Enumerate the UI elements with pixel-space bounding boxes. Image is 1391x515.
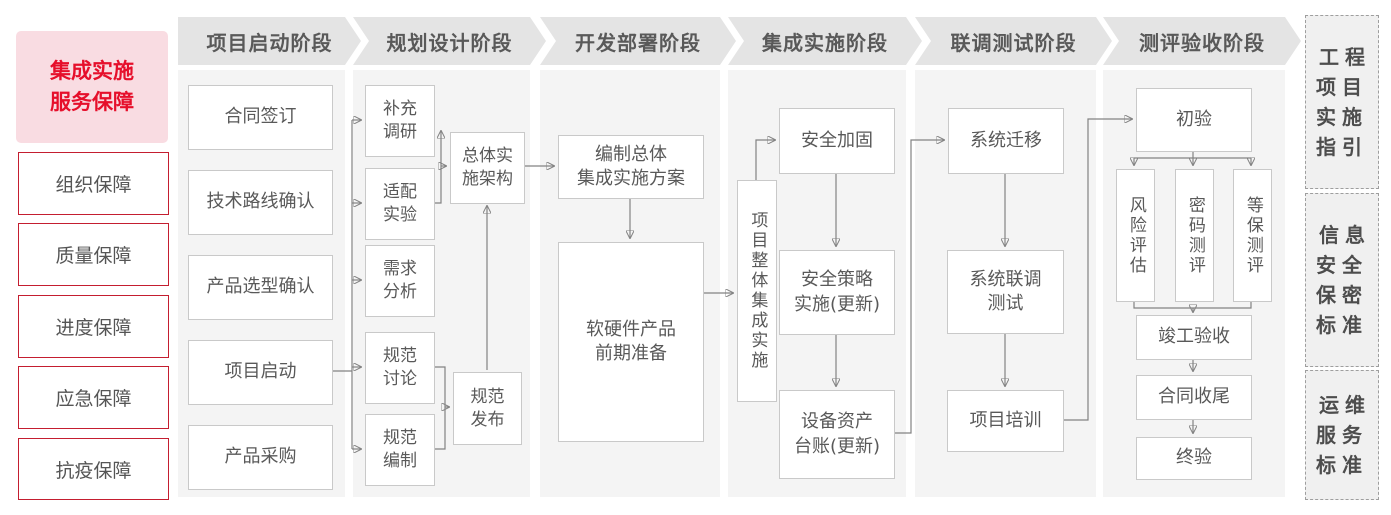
phase-header-planning-design: 规划设计阶段 [353,17,546,65]
node-security-policy-implementation: 安全策略 实施(更新) [779,250,895,335]
sidebar-item-org-guarantee: 组织保障 [18,152,169,215]
node-overall-implementation-architecture: 总体实 施架构 [450,132,525,204]
node-overall-project-integration: 项目整体集成实施 [737,180,777,402]
node-contract-signing: 合同签订 [188,85,333,150]
standard-information-security-confidentiality: 信息 安全 保密 标准 [1305,193,1379,367]
phase-header-project-kickoff: 项目启动阶段 [178,17,361,65]
node-spec-release: 规范 发布 [453,372,522,445]
node-spec-discussion: 规范 讨论 [365,332,435,404]
sidebar-item-quality-guarantee: 质量保障 [18,223,169,286]
sidebar-item-emergency-guarantee: 应急保障 [18,366,169,429]
node-project-training: 项目培训 [947,390,1064,452]
sidebar-item-schedule-guarantee: 进度保障 [18,295,169,358]
node-security-hardening: 安全加固 [779,108,895,174]
node-risk-assessment: 风险评估 [1116,169,1155,302]
node-adaptation-experiment: 适配 实验 [365,168,435,240]
sidebar-item-epidemic-guarantee: 抗疫保障 [18,438,169,500]
phase-header-integration-implementation: 集成实施阶段 [728,17,922,65]
node-completion-acceptance: 竣工验收 [1136,315,1252,360]
node-overall-integration-plan: 编制总体 集成实施方案 [558,135,704,199]
node-system-migration: 系统迁移 [948,108,1064,174]
phase-header-joint-debugging-test: 联调测试阶段 [915,17,1112,65]
node-requirement-analysis: 需求 分析 [365,245,435,317]
standard-engineering-project-guide: 工程 项目 实施 指引 [1305,15,1379,189]
node-final-acceptance: 终验 [1136,437,1252,480]
node-product-selection-confirm: 产品选型确认 [188,255,333,320]
node-product-procurement: 产品采购 [188,425,333,490]
node-crypto-evaluation: 密码测评 [1175,169,1214,302]
node-tech-route-confirm: 技术路线确认 [188,170,333,235]
phase-header-dev-deployment: 开发部署阶段 [540,17,736,65]
node-project-kickoff: 项目启动 [188,340,333,405]
node-initial-acceptance: 初验 [1136,88,1252,152]
sidebar-title-integration-service-guarantee: 集成实施 服务保障 [16,31,168,143]
node-hw-sw-preparation: 软硬件产品 前期准备 [558,242,704,442]
node-classified-protection-evaluation: 等保测评 [1233,169,1272,302]
node-spec-drafting: 规范 编制 [365,414,435,486]
standard-om-service: 运维 服务 标准 [1305,370,1379,500]
node-supplementary-research: 补充 调研 [365,85,435,157]
node-contract-closure: 合同收尾 [1136,375,1252,420]
phase-header-evaluation-acceptance: 测评验收阶段 [1103,17,1301,65]
node-system-joint-debugging-test: 系统联调 测试 [947,250,1064,334]
node-asset-ledger-update: 设备资产 台账(更新) [779,390,895,479]
